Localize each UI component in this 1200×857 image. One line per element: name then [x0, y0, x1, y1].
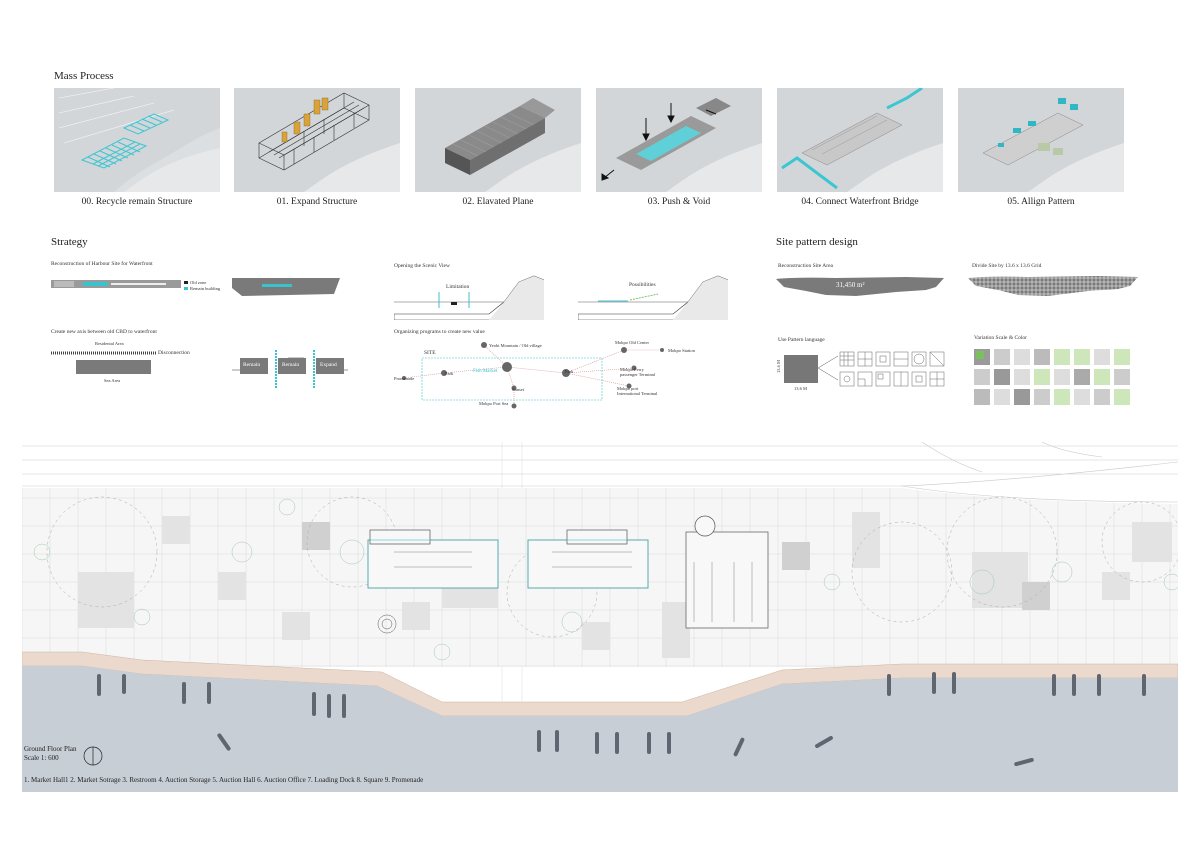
remain-expand-diagram: [230, 350, 350, 390]
sea-area-label: Sea Area: [104, 378, 121, 383]
mass-step-00-image: [54, 88, 220, 192]
ground-floor-plan: [22, 442, 1178, 792]
limitation-label: Limitation: [446, 284, 470, 290]
grid-title: Divide Site by 13.6 x 13.6 Grid: [972, 263, 1042, 269]
mass-step-04-label: 04. Connect Waterfront Bridge: [801, 197, 919, 207]
reconstruction-title: Reconstruction of Harbour Site for Water…: [51, 261, 153, 267]
remain-box-1: Remain: [243, 362, 261, 368]
residential-label: Residental Area: [95, 341, 124, 346]
axis-title: Create new axis between old CBD to water…: [51, 329, 157, 335]
disconnection-diagram: [51, 350, 161, 380]
mass-step-00-label: 00. Recycle remain Structure: [81, 197, 193, 207]
limitation-diagram: [394, 272, 544, 320]
node-promenade: Promenade: [394, 376, 415, 381]
node-park-left: Park: [445, 371, 454, 376]
plan-legend: 1. Market Hall1 2. Market Sotrage 3. Res…: [24, 776, 424, 784]
pattern-base-square: [784, 355, 818, 383]
node-station: Mokpo Station: [668, 348, 695, 353]
legend-old: Old zone: [190, 280, 207, 285]
scenic-title: Opening the Scenic View: [394, 263, 450, 269]
strategy-heading: Strategy: [51, 236, 88, 248]
mass-step-01-image: [234, 88, 400, 192]
mass-step-05-image: [958, 88, 1124, 192]
pattern-language-grid: [818, 350, 963, 390]
legend-remain-swatch: [184, 287, 188, 290]
mass-step-02-image: [415, 88, 581, 192]
variation-grid: [972, 347, 1144, 407]
site-area-title: Reconstruction Site Area: [778, 263, 833, 269]
expand-box: Expand: [320, 362, 337, 368]
programs-title: Organizing programs to create new value: [394, 329, 485, 335]
legend-remain: Remain building: [190, 286, 221, 291]
legend-old-swatch: [184, 281, 188, 284]
mass-step-02-label: 02. Elavated Plane: [462, 197, 534, 207]
site-pattern-heading: Site pattern design: [776, 236, 858, 248]
node-old-center: Mokpo Old Center: [615, 340, 649, 345]
mass-step-01-label: 01. Expand Structure: [276, 197, 358, 207]
node-port-sea: Mokpo Port Sea: [479, 401, 509, 406]
mass-step-04-image: [777, 88, 943, 192]
mass-process-heading: Mass Process: [54, 70, 114, 82]
site-area-value: 31,450 m²: [836, 281, 865, 289]
remain-section-diagram: [232, 276, 342, 296]
node-fish-market: Fish Market: [473, 369, 498, 374]
pattern-title: Use Pattern language: [778, 337, 825, 343]
programs-diagram: [394, 338, 724, 413]
disconnection-label: Disconnection: [158, 350, 190, 356]
pattern-dim-h: 13.6 M: [794, 386, 808, 391]
mass-step-03-image: [596, 88, 762, 192]
variation-title: Variation Scale & Color: [974, 335, 1028, 341]
site-area-shape: [776, 275, 946, 297]
remain-box-2: Remain: [282, 362, 300, 368]
mass-step-03-label: 03. Push & Void: [647, 197, 711, 207]
node-ferry: Mokpo Ferry passenger Terminal: [620, 367, 655, 377]
possibilities-diagram: [578, 272, 728, 320]
grid-shape: [968, 274, 1140, 298]
node-port-intl: Mokpo port International Terminal: [617, 386, 658, 396]
node-park-right: Park: [565, 369, 574, 374]
reconstruction-diagram: [51, 275, 186, 293]
mass-step-05-label: 05. Allign Pattern: [1007, 197, 1075, 207]
node-site: SITE: [424, 350, 436, 356]
plan-title: Ground Floor Plan: [24, 745, 77, 753]
pattern-dim-v: 13.6 M: [776, 359, 782, 374]
possibilities-label: Possibilities: [629, 282, 656, 288]
node-sunset: Sunset: [512, 387, 525, 392]
node-yeobi: Yeobi Mountain / Old village: [489, 343, 542, 348]
plan-scale: Scale 1: 600: [24, 754, 59, 762]
north-arrow-icon: [82, 745, 104, 767]
